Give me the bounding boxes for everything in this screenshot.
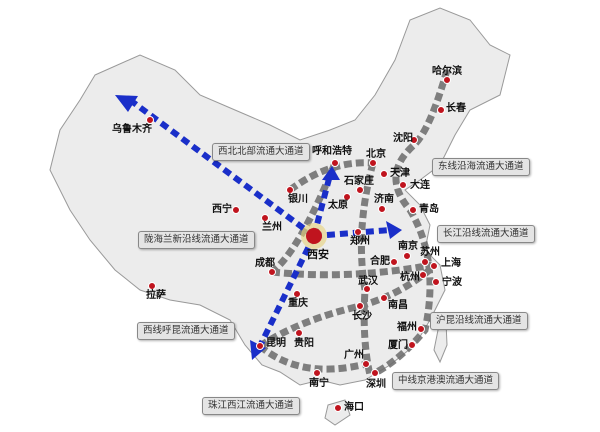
arrowhead-icon [322, 166, 340, 180]
city-label: 南京 [398, 241, 418, 252]
city-dot [356, 302, 364, 310]
corridor-callout: 珠江西江流通大通道 [202, 397, 300, 415]
city-label: 贵阳 [294, 338, 314, 349]
city-dot [313, 369, 321, 377]
city-dot [295, 329, 303, 337]
city-dot [148, 282, 156, 290]
arrows [128, 97, 391, 352]
city-dot [356, 186, 364, 194]
city-label: 深圳 [366, 379, 386, 390]
city-label: 银川 [288, 194, 308, 205]
city-dot [380, 294, 388, 302]
city-dot [268, 268, 276, 276]
city-label: 拉萨 [146, 290, 166, 301]
corridor-callout: 西线呼昆流通大通道 [137, 322, 235, 340]
city-dot [334, 404, 342, 412]
city-label: 宁波 [442, 277, 462, 288]
city-dot [380, 170, 388, 178]
city-label: 苏州 [420, 247, 440, 258]
hub-dot [306, 228, 322, 244]
city-label: 郑州 [350, 236, 370, 247]
city-label: 合肥 [370, 256, 390, 267]
city-dot [232, 206, 240, 214]
arrowhead-icon [250, 340, 266, 360]
corridor-callout: 西北北部流通大通道 [212, 143, 310, 161]
city-label: 太原 [328, 200, 348, 211]
city-dot [430, 262, 438, 270]
city-label: 南昌 [388, 300, 408, 311]
corridor-callout: 中线京港澳流通大通道 [392, 372, 500, 390]
corridor-middle-beijing-hk [357, 162, 377, 376]
corridor-callout: 陇海兰新沿线流通大通道 [138, 231, 255, 249]
city-dot [403, 252, 411, 260]
city-label: 上海 [441, 258, 461, 269]
city-dot [378, 205, 386, 213]
city-label: 沈阳 [393, 133, 413, 144]
city-label: 厦门 [388, 340, 408, 351]
city-label: 青岛 [419, 204, 439, 215]
city-dot [293, 290, 301, 298]
city-dot [286, 186, 294, 194]
city-dot [371, 369, 379, 377]
city-label: 北京 [366, 149, 386, 160]
arrowhead-icon [115, 95, 138, 112]
city-dot [409, 206, 417, 214]
city-dot [417, 325, 425, 333]
city-dot [390, 258, 398, 266]
city-dot [343, 193, 351, 201]
corridor-pearl-xijiang [257, 343, 367, 373]
city-dot [432, 278, 440, 286]
hainan-land [324, 399, 351, 426]
city-dot [437, 106, 445, 114]
city-label: 南宁 [309, 378, 329, 389]
city-label: 西宁 [212, 204, 232, 215]
city-label: 长沙 [352, 311, 372, 322]
city-label: 乌鲁木齐 [112, 124, 152, 135]
city-dot [408, 341, 416, 349]
arrow-heads [115, 95, 402, 360]
city-dot [256, 342, 264, 350]
city-dot [146, 116, 154, 124]
city-label: 重庆 [288, 298, 308, 309]
city-label: 长春 [446, 103, 466, 114]
city-label: 兰州 [262, 222, 282, 233]
corridor-yangtze [271, 261, 433, 279]
arrow-to-hohhot [311, 174, 333, 237]
city-dot [443, 76, 451, 84]
city-label: 广州 [344, 350, 364, 361]
hub-label: 西安 [307, 248, 329, 261]
city-label: 济南 [374, 194, 394, 205]
arrow-to-kunming [255, 234, 317, 352]
city-dot [419, 271, 427, 279]
city-dot [369, 159, 377, 167]
corridor-callout: 东线沿海流通大通道 [432, 158, 530, 176]
city-label: 成都 [255, 258, 275, 269]
city-label: 武汉 [358, 276, 378, 287]
corridor-callout: 长江沿线流通大通道 [437, 225, 535, 243]
arrowhead-icon [386, 221, 402, 239]
city-label: 呼和浩特 [312, 146, 352, 157]
city-dot [410, 136, 418, 144]
city-label: 昆明 [266, 338, 286, 349]
city-dot [331, 159, 339, 167]
city-dot [363, 285, 371, 293]
corridor-callout: 沪昆沿线流通大通道 [430, 312, 528, 330]
city-label: 福州 [397, 322, 417, 333]
city-label: 哈尔滨 [432, 66, 462, 77]
city-dot [399, 181, 407, 189]
city-label: 杭州 [400, 272, 420, 283]
city-label: 石家庄 [344, 176, 374, 187]
city-label: 海口 [344, 402, 364, 413]
city-dots [146, 76, 451, 412]
city-label: 天津 [390, 168, 410, 179]
city-dot [261, 214, 269, 222]
city-label: 大连 [410, 180, 430, 191]
city-dot [362, 360, 370, 368]
city-dot [354, 228, 362, 236]
city-dot [421, 258, 429, 266]
